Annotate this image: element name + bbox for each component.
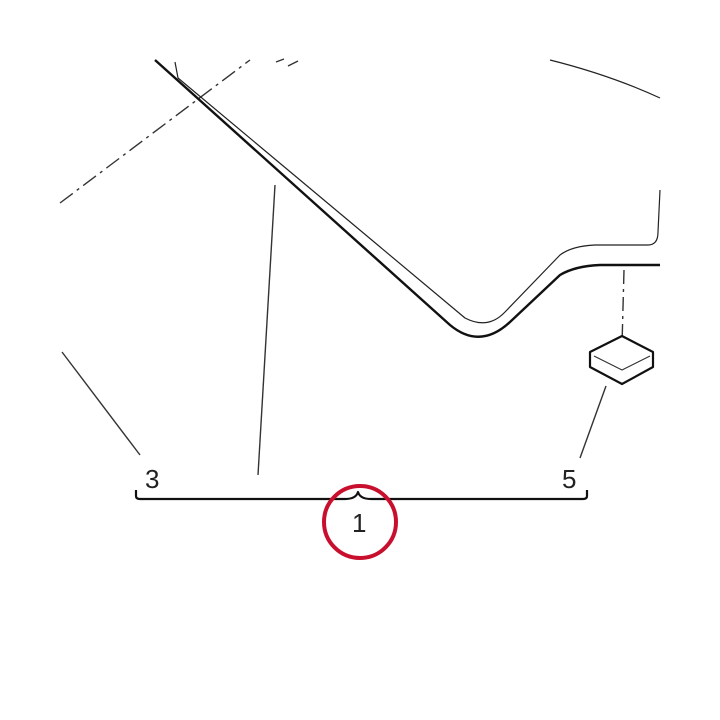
leader-line-3 [61,351,141,456]
foot-centerline [621,269,625,346]
centerline-upper-left [59,59,251,204]
callout-label-1: 1 [352,508,366,538]
centerline-fragment [275,58,299,67]
appliance-body-outline [154,59,660,338]
grouping-bracket [134,490,589,501]
foot-part [588,334,655,386]
callout-label-5: 5 [562,464,576,494]
appliance-top-curve [549,59,661,99]
highlight-circle [322,484,398,560]
leader-line-5 [579,385,607,459]
callout-label-3: 3 [145,464,159,494]
leader-line-1 [257,184,276,476]
appliance-body-inner-outline [174,61,661,324]
